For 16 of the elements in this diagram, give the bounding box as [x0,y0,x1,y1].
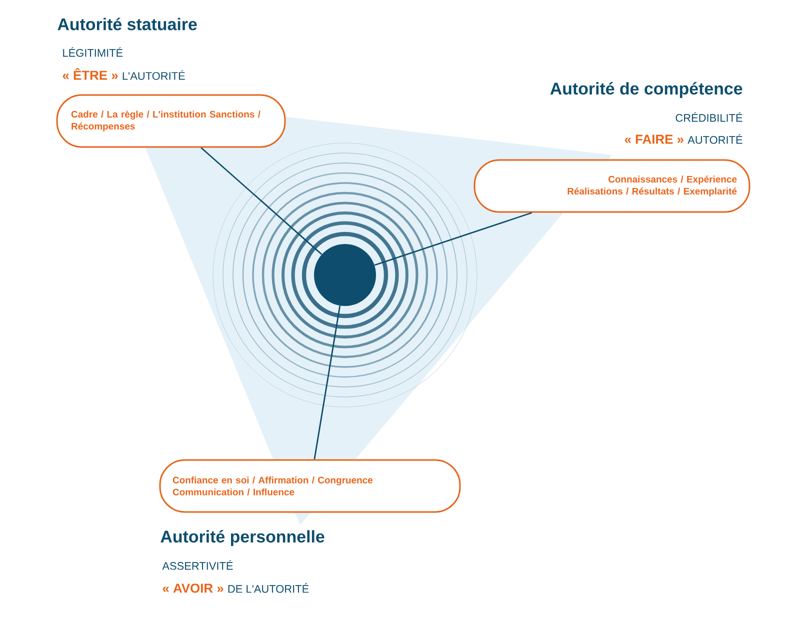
subtitle: LÉGITIMITÉ [63,47,123,57]
pill-box: Confiance en soi / Affirmation / Congruence Communication / Influence [159,459,461,513]
tagline: « AVOIR » DE L'AUTORITÉ [162,583,309,593]
heading: Autorité de compétence [550,82,742,98]
connector-line [314,306,341,460]
subtitle: ASSERTIVITÉ [162,560,233,570]
pill-box: Connaissances / Expérience Réalisations / Résultats / Exemplarité [474,159,750,213]
pill-box: Cadre / La règle / L'institution Sanctions / Récompenses [56,94,286,148]
center-disk [314,244,376,306]
heading: Autorité personnelle [160,530,324,546]
tagline: « FAIRE » AUTORITÉ [624,134,742,144]
connector-line [374,212,532,266]
subtitle: CRÉDIBILITÉ [676,112,742,122]
connector-line [200,147,322,255]
tagline: « ÊTRE » L'AUTORITÉ [62,68,185,80]
heading: Autorité statuaire [58,18,197,30]
